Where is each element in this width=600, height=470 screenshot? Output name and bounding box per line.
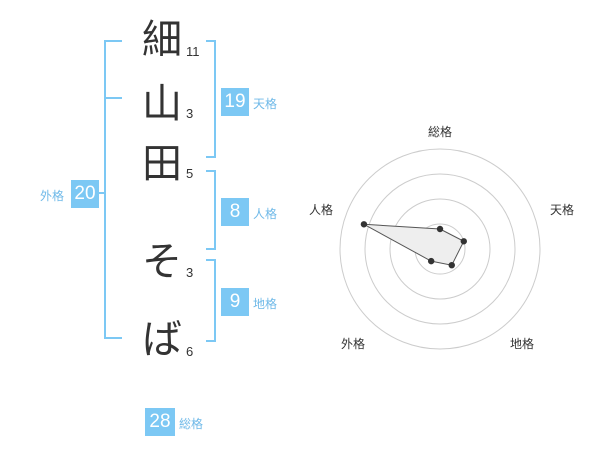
chikaku-label: 地格 [253, 297, 278, 311]
radar-grid-ring [339, 148, 541, 350]
chikaku-value-badge: 9 [221, 288, 249, 316]
jinkaku-label: 人格 [253, 207, 278, 221]
jinkaku-bracket-bottom [206, 248, 216, 250]
stroke-count-3: 5 [186, 166, 194, 181]
radar-axis-label-soukaku: 総格 [428, 125, 453, 139]
radar-grid-ring [389, 198, 491, 300]
name-char-2: 山 [142, 81, 182, 127]
name-char-3: 田 [142, 141, 182, 187]
radar-point-tenkaku [460, 238, 467, 245]
gaikaku-value-badge: 20 [71, 180, 99, 208]
stroke-count-4: 3 [186, 265, 194, 280]
gaikaku-label: 外格 [40, 189, 65, 203]
name-char-4: そ [142, 239, 182, 285]
chikaku-bracket-line [214, 259, 216, 342]
stroke-count-1: 11 [186, 44, 200, 59]
radar-axis-label-gaikaku: 外格 [341, 337, 366, 351]
gaikaku-bracket-line [104, 40, 106, 339]
radar-value-polygon [363, 223, 465, 266]
radar-axis-label-chikaku: 地格 [510, 337, 535, 351]
stroke-count-2: 3 [186, 106, 194, 121]
radar-point-chikaku [448, 261, 455, 269]
jinkaku-bracket-top [206, 170, 216, 172]
jinkaku-value-badge: 8 [221, 198, 249, 226]
tenkaku-bracket-bottom [206, 156, 216, 158]
tenkaku-bracket-line [214, 40, 216, 158]
gaikaku-bracket-tick [104, 97, 122, 99]
soukaku-label: 総格 [179, 417, 204, 431]
gaikaku-bracket-bottom [104, 337, 122, 339]
radar-point-soukaku [436, 225, 444, 233]
name-char-1: 細 [142, 17, 182, 63]
stroke-count-5: 6 [186, 344, 194, 359]
radar-axis-label-jinkaku: 人格 [309, 203, 334, 217]
soukaku-value-badge: 28 [145, 408, 175, 436]
radar-grid-ring [364, 173, 516, 325]
jinkaku-bracket-line [214, 170, 216, 250]
chikaku-bracket-top [206, 259, 216, 261]
gaikaku-bracket-top [104, 40, 122, 42]
gaikaku-connector [98, 192, 104, 194]
tenkaku-label: 天格 [253, 97, 278, 111]
radar-axis-label-tenkaku: 天格 [550, 203, 575, 217]
radar-point-jinkaku [360, 221, 368, 228]
chikaku-bracket-bottom [206, 340, 216, 342]
tenkaku-bracket-top [206, 40, 216, 42]
radar-point-gaikaku [427, 257, 435, 265]
name-char-5: ば [142, 317, 182, 363]
tenkaku-value-badge: 19 [221, 88, 249, 116]
